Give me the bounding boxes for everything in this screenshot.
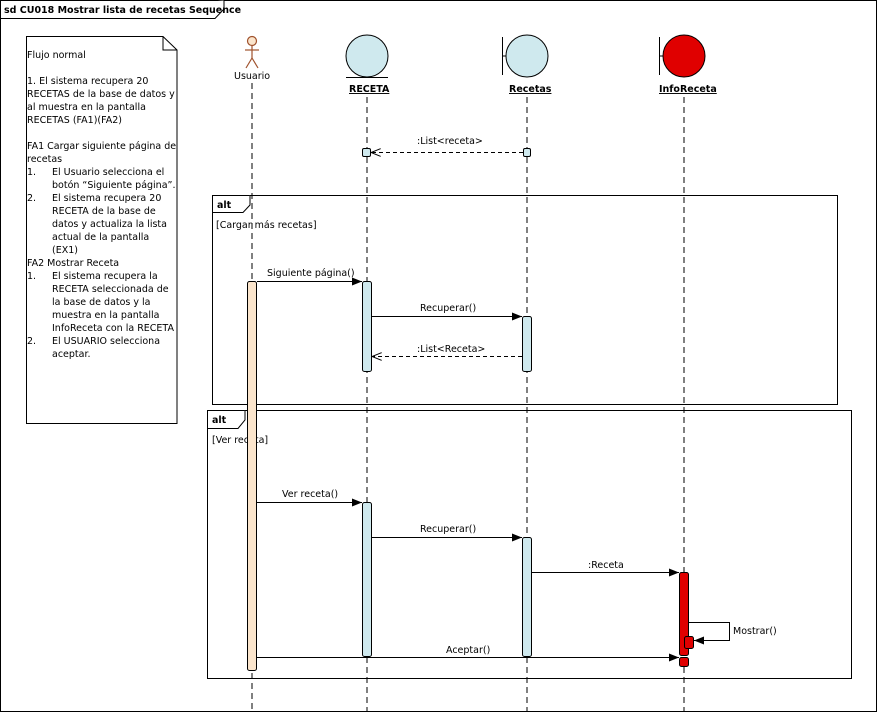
activation-recetas-1 — [522, 316, 532, 372]
activation-receta-0 — [362, 148, 371, 157]
message-receta: :Receta — [588, 560, 624, 571]
activation-usuario — [247, 281, 257, 671]
note-fa1-step: 1. El Usuario selecciona el botón “Siguie… — [27, 166, 177, 192]
alt-fragment-1-guard: [Cargar más recetas] — [216, 220, 317, 231]
note-fold — [162, 36, 177, 51]
activation-receta-2 — [362, 502, 372, 657]
lifeline-receta-label: RECETA — [349, 84, 390, 95]
actor-usuario-icon — [245, 35, 259, 69]
note-fa2-steps: 1. El sistema recupera la RECETA seleccio… — [27, 270, 177, 361]
note-fa2-step: 1. El sistema recupera la RECETA seleccio… — [27, 270, 177, 335]
note-fa1-title: FA1 Cargar siguiente página de recetas — [27, 141, 177, 165]
step-text: El sistema recupera 20 RECETA de la base… — [52, 193, 167, 256]
lifeline-recetas-label: Recetas — [509, 84, 552, 95]
note-fa1-step: 2. El sistema recupera 20 RECETA de la ba… — [27, 192, 177, 257]
lifeline-usuario-label: Usuario — [234, 71, 270, 82]
boundary-recetas-icon — [502, 34, 549, 78]
activation-recetas-2 — [522, 537, 532, 657]
alt-fragment-2-guard: [Ver receta] — [212, 435, 268, 446]
lifeline-inforeceta-label: InfoReceta — [659, 84, 717, 95]
note-box — [26, 36, 178, 424]
message-aceptar: Aceptar() — [446, 645, 490, 656]
activation-recetas-0 — [523, 148, 531, 157]
note-heading: Flujo normal — [27, 50, 86, 61]
step-number: 1. — [27, 167, 37, 178]
alt-fragment-2-operator: alt — [212, 415, 227, 426]
step-text: El Usuario selecciona el botón “Siguient… — [52, 167, 176, 191]
step-text: El USUARIO selecciona aceptar. — [52, 336, 161, 360]
note-fa1-steps: 1. El Usuario selecciona el botón “Siguie… — [27, 166, 177, 257]
step-number: 1. — [27, 271, 37, 282]
frame-title: sd CU018 Mostrar lista de recetas Sequen… — [4, 5, 241, 16]
message-mostrar-arrow — [689, 622, 730, 645]
boundary-inforeceta-icon — [659, 34, 706, 78]
note-fa2-title: FA2 Mostrar Receta — [27, 258, 120, 269]
step-number: 2. — [27, 193, 37, 204]
activation-inforeceta-self — [684, 636, 694, 649]
message-recuperar-2: Recuperar() — [420, 524, 476, 535]
alt-fragment-1 — [212, 195, 838, 405]
frame-title-tab — [0, 0, 225, 19]
message-mostrar: Mostrar() — [733, 626, 777, 637]
step-number: 2. — [27, 336, 37, 347]
activation-inforeceta-end — [679, 657, 689, 667]
activation-inforeceta — [679, 572, 689, 656]
message-ver-receta: Ver receta() — [282, 489, 338, 500]
flow-note: Flujo normal 1. El sistema recupera 20 R… — [27, 36, 177, 361]
alt-fragment-2-tab — [207, 410, 246, 429]
alt-fragment-2 — [207, 410, 852, 679]
alt-fragment-1-tab — [212, 195, 251, 213]
note-fa2-step: 2. El USUARIO selecciona aceptar. — [27, 335, 177, 361]
alt-fragment-1-operator: alt — [217, 200, 232, 211]
activation-receta-1 — [362, 281, 372, 372]
message-list-receta: :List<receta> — [417, 136, 483, 147]
message-siguiente-pagina: Siguiente página() — [267, 268, 355, 279]
message-recuperar-1: Recuperar() — [420, 303, 476, 314]
entity-receta-icon — [345, 34, 389, 78]
note-main-step: 1. El sistema recupera 20 RECETAS de la … — [27, 76, 175, 126]
step-text: El sistema recupera la RECETA selecciona… — [52, 271, 174, 334]
message-list-receta-2: :List<Receta> — [417, 344, 485, 355]
